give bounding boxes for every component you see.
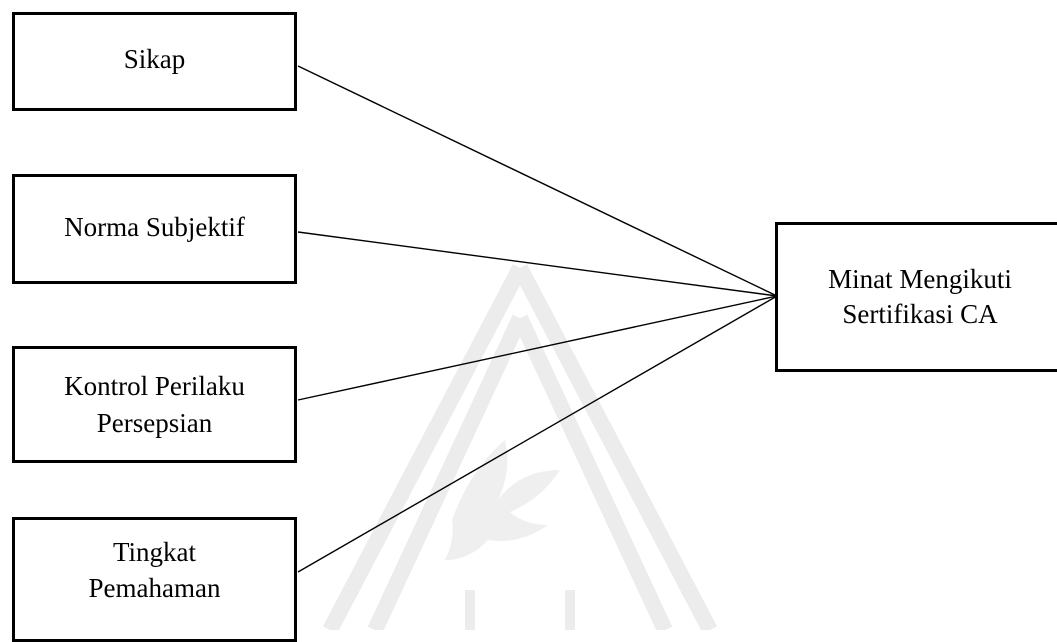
box-sikap-label: Sikap bbox=[123, 44, 186, 75]
edge-tingkat-to-minat bbox=[297, 295, 778, 573]
box-minat-label-line-2: Sertifikasi CA bbox=[842, 299, 998, 329]
box-kontrol-label-line-2: Persepsian bbox=[96, 407, 213, 438]
box-kontrol-label-line-1: Kontrol Perilaku bbox=[64, 371, 245, 402]
box-norma-subjektif-label: Norma Subjektif bbox=[64, 211, 245, 242]
box-tingkat-label-line-1: Tingkat bbox=[112, 537, 197, 567]
edge-norma-to-minat bbox=[297, 231, 778, 297]
box-minat-mengikuti-sertifikasi-ca: Minat Mengikuti Sertifikasi CA bbox=[775, 222, 1057, 372]
box-sikap: Sikap bbox=[12, 12, 297, 111]
box-tingkat-pemahaman: Tingkat Pemahaman bbox=[12, 517, 297, 642]
edge-kontrol-to-minat bbox=[297, 295, 778, 401]
box-kontrol-perilaku-persepsian: Kontrol Perilaku Persepsian bbox=[12, 346, 297, 463]
box-norma-subjektif: Norma Subjektif bbox=[12, 174, 297, 284]
edge-sikap-to-minat bbox=[297, 65, 778, 297]
box-tingkat-label-line-2: Pemahaman bbox=[88, 573, 221, 604]
box-minat-label-line-1: Minat Mengikuti bbox=[828, 263, 1012, 294]
